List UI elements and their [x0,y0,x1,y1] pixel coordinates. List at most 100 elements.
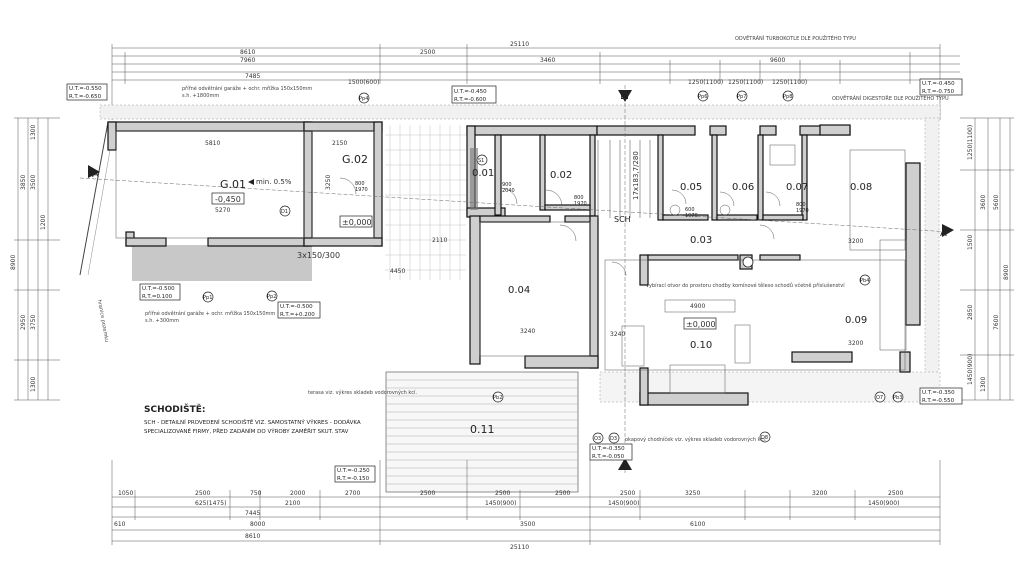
dim-bot-8610: 8610 [245,533,260,540]
right-dim-3: 1500 [967,235,974,250]
dim-g02-w: 2150 [332,140,347,147]
section-a-right: A [940,228,947,239]
chimney-note: vybírací otvor do prostoru chodby komíno… [646,282,845,289]
left-dim-2: 1300 [30,125,37,140]
left-dim-6: 3750 [30,315,37,330]
dim-bot-7445: 7445 [245,510,260,517]
site-background [79,104,941,493]
stairs-note-block: SCHODIŠTĚ: SCH - DETAILNÍ PROVEDENÍ SCHO… [144,403,361,435]
room-005: 0.05 [680,182,702,193]
stairs-line-2: SPECIALIZOVANÉ FIRMY, PŘED ZADÁNÍM DO VÝ… [144,427,349,435]
room-g01-level: -0,450 [215,195,241,204]
dim-bot-2500f: 2500 [888,490,903,497]
dim-top-right: 9600 [770,57,785,64]
dim-bot-1450a: 1450(900) [485,500,516,507]
room-010-level: ±0,000 [686,320,716,329]
tag-pp1: Pp1 [203,295,212,301]
tag-d8: D8 [761,435,768,441]
right-dimension-lines: 1250(1100) 3600 1500 5600 2850 1450(900)… [960,117,1014,401]
dim-bot-total: 25110 [510,544,529,551]
dim-path2: 2110 [432,237,447,244]
tag-pb4: Pb4 [860,278,869,284]
right-dim-9: 7600 [993,315,1000,330]
dim-bot-2100: 2100 [285,500,300,507]
left-dim-8: 1300 [30,377,37,392]
right-dim-1: 1250(1100) [967,125,974,160]
dim-bot-6100: 6100 [690,521,705,528]
slope-note: min. 0.5% [256,178,292,186]
dim-top-pp3: 1500(600) [348,79,379,86]
left-dimension-lines: 3850 1300 3500 1200 2950 3750 8900 1300 [10,117,60,401]
level-bl-2: R.T.=-0.150 [337,476,370,482]
dim-top-mid2: 3460 [540,57,555,64]
element-tags: Pp4 Pp6 Pp7 Pp8 Pp1 Pp2 Pb4 Pb2 D8 D1 S1… [202,90,904,444]
dim-top-left3: 7485 [245,73,260,80]
dim-bot-1450b: 1450(900) [608,500,639,507]
level-br-1: U.T.=-0.350 [922,390,955,396]
top-dimension-lines: 25110 8610 2500 7960 3460 9600 7485 1500… [111,34,960,120]
dim-bot-2500b: 2500 [420,490,435,497]
section-b-top: B [620,93,631,100]
dim-bot-3250: 3250 [685,490,700,497]
room-002: 0.02 [550,170,572,181]
dim-bot-1450c: 1450(900) [868,500,899,507]
boundary-label: hranice pozemku [96,299,109,342]
room-003: 0.03 [690,235,712,246]
dim-008-w: 3200 [848,238,863,245]
dim-bot-2000: 2000 [290,490,305,497]
room-sch: SCH [614,215,631,224]
dim-g02-h: 3250 [325,175,332,190]
tag-d1: D1 [281,209,288,215]
level-mm-1: U.T.=-0.500 [280,304,313,310]
dim-bot-2500d: 2500 [555,490,570,497]
dim-009-w: 3200 [848,340,863,347]
dim-bot-8000: 8000 [250,521,265,528]
terrace-note: terasa viz. výkres skladeb vodorovných k… [308,389,417,396]
right-dim-4: 5600 [993,195,1000,210]
dim-bot-3500: 3500 [520,521,535,528]
level-tr-2: R.T.=-0.750 [922,89,955,95]
dim-top-mid: 2500 [420,49,435,56]
tag-o3: O3 [594,436,601,442]
tag-d3: D3 [610,436,617,442]
stairs-spec: 17x183,7/280 [632,151,640,200]
room-004: 0.04 [508,285,530,296]
right-dim-6: 1450(900) [967,354,974,385]
level-mm-2: R.T.=+0.200 [280,312,315,318]
dim-bot-1050: 1050 [118,490,133,497]
note-digestor: ODVĚTRÁNÍ DIGESTOŘE DLE POUŽITÉHO TYPU [832,94,949,102]
bottom-dimension-lines: 1050 2500 750 2000 2500 2500 2500 3250 2… [111,460,941,551]
stairs-line-1: SCH - DETAILNÍ PROVEDENÍ SCHODIŠTĚ VIZ. … [144,418,361,426]
dim-top-left: 8610 [240,49,255,56]
path-note: okapový chodníček viz. výkres skladeb vo… [625,436,767,443]
room-g01: G.01 [220,178,246,191]
dim-top-pp7: 1250(1100) [728,79,763,86]
left-dim-3: 3500 [30,175,37,190]
tag-pb2: Pb2 [493,395,502,401]
dim-bot-610: 610 [114,521,126,528]
level-tl-1: U.T.=-0.550 [69,86,102,92]
dim-top-pp8: 1250(1100) [772,79,807,86]
outdoor-stairs: 3x150/300 [297,251,340,260]
dim-hall-w: 4900 [690,303,705,310]
dim-g01-w2: 5270 [215,207,230,214]
left-dim-4: 1200 [40,215,47,230]
tag-pp7: Pp7 [737,94,746,100]
dim-bot-2700: 2700 [345,490,360,497]
garage-vent-bottom-2: s.h. +300mm [145,318,179,324]
room-007: 0.07 [786,182,808,193]
level-tm-2: R.T.=-0.600 [454,97,487,103]
room-008: 0.08 [850,182,872,193]
garage-vent-bottom: přířné odvětrání garáže + ochr. mřížka 1… [145,310,275,317]
dim-bot-3200: 3200 [812,490,827,497]
dim-top-pp6: 1250(1100) [688,79,723,86]
dim-bot-2500c: 2500 [495,490,510,497]
note-garage-vent-top-2: s.h. +1800mm [182,93,219,99]
tag-pp8: Pp8 [783,94,792,100]
right-dim-8: 8900 [1003,265,1010,280]
